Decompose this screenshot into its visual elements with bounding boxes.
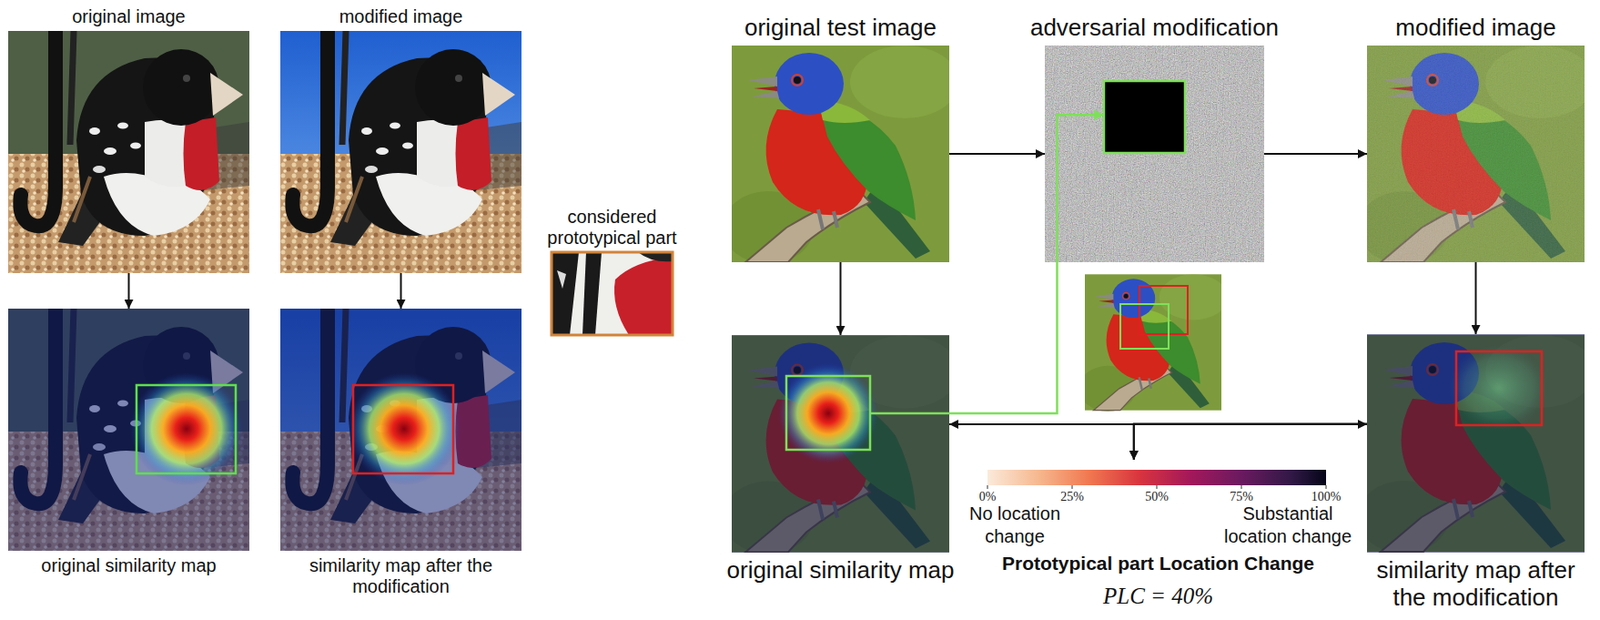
heat-spot bbox=[778, 363, 879, 464]
red-box bbox=[1139, 285, 1188, 335]
illustration-shape bbox=[292, 30, 522, 246]
green-box bbox=[1120, 303, 1169, 349]
map-overlay bbox=[731, 334, 950, 553]
panel-caption: similarity map after the modification bbox=[1362, 556, 1590, 612]
panel-caption: modified image bbox=[283, 6, 520, 28]
connector-arrow bbox=[1134, 423, 1368, 460]
bird-photo bbox=[722, 45, 960, 264]
panel-caption: original test image bbox=[704, 14, 978, 42]
connector-arrow bbox=[400, 273, 403, 309]
connector-arrow bbox=[1264, 152, 1368, 155]
image-panel: modified image bbox=[1367, 45, 1585, 263]
metric-panel: No location change Substantial location c… bbox=[955, 459, 1361, 615]
faint-spot bbox=[1448, 344, 1550, 432]
illustration-shape bbox=[130, 372, 244, 486]
colorbar-tick-label: 0% bbox=[979, 490, 997, 504]
connector-arrow bbox=[840, 262, 842, 335]
image-panel: modified image bbox=[279, 30, 523, 274]
similarity-map bbox=[722, 335, 960, 555]
map-overlay bbox=[1367, 334, 1585, 553]
metric-title: Prototypical part Location Change bbox=[955, 551, 1361, 576]
bird-photo bbox=[8, 30, 250, 274]
green-leader bbox=[870, 412, 950, 416]
image-panel: considered prototypical part bbox=[551, 252, 673, 335]
illustration-shape bbox=[637, 252, 673, 262]
colorbar-tick-label: 100% bbox=[1311, 490, 1342, 504]
illustration-shape bbox=[1044, 45, 1265, 263]
comparison-thumbnail bbox=[1079, 273, 1228, 412]
colorbar-tick-label: 25% bbox=[1060, 490, 1084, 504]
green-box bbox=[136, 384, 236, 474]
panel-caption: adversarial modification bbox=[1004, 14, 1306, 42]
illustration-shape bbox=[1367, 45, 1585, 263]
green-box bbox=[786, 375, 871, 450]
illustration-shape bbox=[347, 372, 461, 486]
illustration-shape bbox=[280, 308, 522, 551]
panel-caption: modified image bbox=[1362, 14, 1590, 42]
bird-photo-modified bbox=[1357, 45, 1595, 264]
colorbar bbox=[987, 469, 1327, 486]
noise-overlay bbox=[1367, 45, 1585, 263]
red-box bbox=[1456, 351, 1542, 426]
prototype-patch bbox=[551, 252, 673, 335]
metric-value: PLC = 40% bbox=[955, 581, 1361, 610]
noise-image bbox=[1044, 45, 1265, 263]
red-box bbox=[353, 384, 454, 474]
illustration-shape bbox=[614, 256, 673, 335]
panel-caption: considered prototypical part bbox=[535, 206, 690, 249]
image-panel: similarity map after the modification bbox=[1367, 334, 1585, 553]
colorbar-ticks bbox=[987, 485, 1327, 489]
illustration-shape bbox=[551, 252, 673, 335]
illustration-shape bbox=[20, 30, 250, 246]
similarity-map-modified bbox=[280, 308, 522, 551]
panel-caption: similarity map after the modification bbox=[287, 555, 516, 598]
illustration-shape bbox=[556, 270, 567, 289]
similarity-map bbox=[8, 308, 250, 551]
connector-arrow bbox=[949, 114, 1104, 414]
scale-end-label: No location change bbox=[955, 502, 1074, 548]
connector-arrow bbox=[949, 424, 1135, 460]
connector-arrow bbox=[1475, 262, 1478, 335]
image-panel: original similarity map bbox=[731, 334, 950, 553]
illustration-shape bbox=[551, 252, 579, 335]
prototype-border bbox=[551, 252, 673, 335]
image-panel: similarity map after the modification bbox=[279, 308, 523, 551]
connector-arrow bbox=[949, 152, 1045, 155]
image-panel: original test image bbox=[731, 45, 950, 263]
image-panel: original image bbox=[8, 30, 250, 274]
panel-caption: original similarity map bbox=[6, 555, 253, 577]
scale-end-label: Substantial location change bbox=[1219, 502, 1357, 548]
colorbar-tick-label: 75% bbox=[1229, 490, 1254, 504]
connector-arrow bbox=[128, 273, 131, 309]
image-panel: adversarial modification bbox=[1044, 45, 1265, 263]
image-panel: original similarity map bbox=[8, 308, 250, 551]
illustration-shape bbox=[8, 308, 250, 551]
bird-photo-modified bbox=[280, 30, 522, 274]
colorbar-tick-label: 50% bbox=[1144, 490, 1169, 504]
similarity-map-modified bbox=[1357, 334, 1595, 554]
illustration-shape bbox=[582, 252, 602, 335]
panel-caption: original image bbox=[10, 6, 248, 28]
panel-caption: original similarity map bbox=[722, 556, 960, 585]
black-patch bbox=[1103, 81, 1185, 153]
